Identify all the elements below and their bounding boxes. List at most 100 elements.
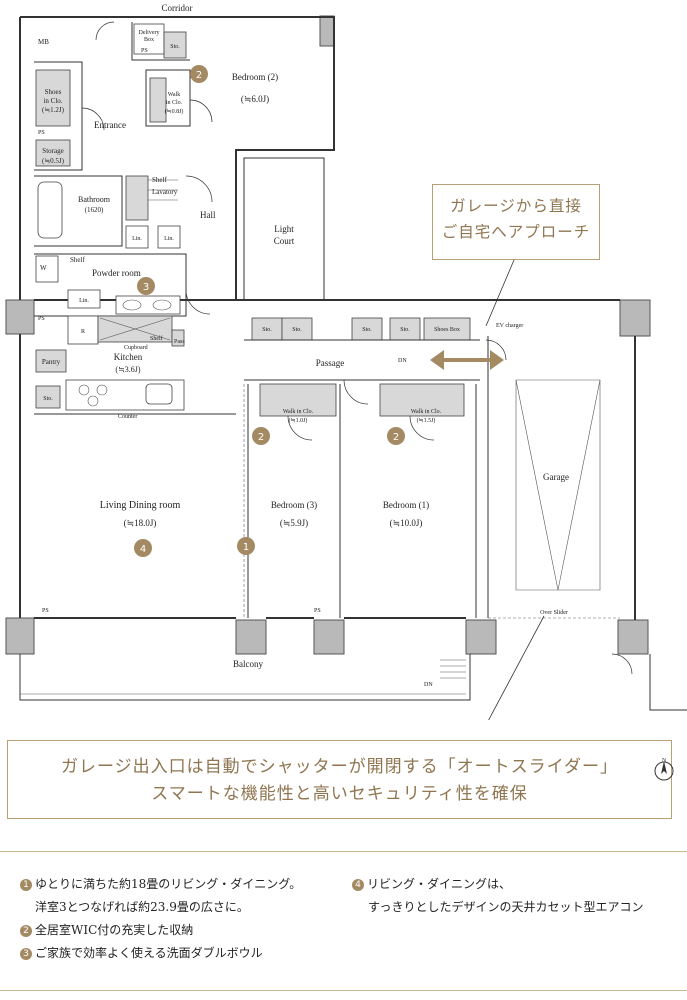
column-left-mid [5,299,35,335]
burner-1 [78,384,90,396]
label-bedroom3: Bedroom (3) [271,500,317,510]
label-balcony: Balcony [233,659,263,669]
door-lavatory [185,175,213,203]
badge-1-partition: 1 [237,537,255,555]
badge-2-bedroom2: 2 [190,65,208,83]
walkin-bed2-shelf [149,77,167,123]
door-powder [185,289,211,315]
badge-3-powder: 3 [137,277,155,295]
label-storage: Storage [42,147,63,155]
label-passage: Passage [316,358,345,368]
pass-box [171,329,185,347]
label-powder-room: Powder room [92,268,141,278]
label-living-area: (≒18.0J) [124,518,157,528]
callout-line-1: ガレージから直接 [450,197,582,215]
divider-bottom [0,990,687,991]
label-ps-living: PS [42,608,49,614]
walkin-bed1 [379,383,465,417]
badge-2-bedroom1: 2 [387,427,405,445]
fridge [67,315,99,345]
svg-text:2: 2 [258,432,264,443]
label-light-court-2: Court [274,236,295,246]
svg-text:2: 2 [196,70,202,81]
lin-1 [125,225,149,249]
svg-text:3: 3 [143,282,149,293]
label-wic3: Walk in Clo. [283,409,314,415]
label-ps-kitchen: PS [38,316,45,322]
door-bed1 [343,379,369,405]
banner-leader [488,615,545,720]
column-left-bottom [5,617,35,655]
label-over-slider: Over Slider [540,610,568,616]
label-ps-top: PS [141,48,148,54]
label-kitchen: Kitchen [114,352,143,362]
label-bedroom2: Bedroom (2) [232,72,278,82]
label-lin-2: Lin. [164,236,174,242]
label-pantry: Pantry [42,358,61,366]
bathroom-wall [34,175,123,247]
label-sto-p4: Sto. [400,327,410,333]
label-mb: MB [38,38,49,46]
label-bedroom2-area: (≒6.0J) [241,94,269,104]
note-4-line-2: すっきりとしたデザインの天井カセット型エアコン [368,900,644,914]
banner-line-2: スマートな機能性と高いセキュリティ性を確保 [151,784,528,804]
label-dn: DN [398,358,407,364]
divider-top [0,851,687,852]
label-wic1-area: (≒1.5J) [417,417,436,424]
bowl-2 [152,299,172,311]
compass-icon: N [654,758,674,781]
label-pass: Pass [174,339,185,345]
label-counter: Counter [118,414,137,420]
label-bedroom3-area: (≒5.9J) [280,518,308,528]
shoes-clo-wall [34,61,83,171]
label-sto-p1: Sto. [262,327,272,333]
label-delivery-2: Box [144,37,154,43]
label-shelf-kitchen: Shelf [150,335,163,342]
cupboard-x [99,317,171,341]
label-sto-p3: Sto. [362,327,372,333]
lin-3 [67,289,101,309]
sink [145,383,173,405]
label-shoes-2: in Clo. [43,97,62,105]
column-bottom-d [617,619,649,655]
sto-top [163,31,187,59]
shoes-closet-shelf [35,69,71,127]
bathtub [37,181,63,239]
auto-slider-banner: ガレージ出入口は自動でシャッターが開閉する「オートスライダー」 スマートな機能性… [7,740,672,819]
label-wic2-1: Walk [168,92,181,98]
label-ev-charger: EV charger [496,323,523,329]
label-light-court-1: Light [274,224,294,234]
banner-line-1: ガレージ出入口は自動でシャッターが開閉する「オートスライダー」 [61,757,618,777]
label-delivery-1: Delivery [139,30,160,36]
door-front [95,21,115,41]
label-entrance: Entrance [94,120,126,130]
compass-label: N [662,758,667,764]
label-wic2-2: in Clo. [166,100,183,106]
label-ps-entrance: PS [38,130,45,136]
floor-plan: Corridor MB Delivery Box PS Sto. Bedroom… [5,3,687,720]
label-r: R [81,329,85,335]
column-right-mid [619,299,651,337]
label-ps-bed: PS [314,608,321,614]
label-shoes-area: (≒1.2J) [42,106,65,114]
label-cupboard: Cupboard [124,345,148,351]
car-outline [515,379,601,591]
column-bottom-a [235,619,267,655]
door-wic1 [409,415,435,441]
lavatory-shelf [125,175,149,221]
label-shelf-powder: Shelf [70,256,85,264]
label-sto-kitchen: Sto. [43,396,53,402]
right-edge-outline [649,654,687,711]
svg-text:2: 2 [393,432,399,443]
delivery-wall [131,22,190,61]
sto-kitchen [35,385,61,409]
washer [35,255,59,283]
lin-2 [157,225,181,249]
label-bedroom1-area: (≒10.0J) [390,518,423,528]
label-w: W [40,264,47,272]
pantry [35,349,67,373]
